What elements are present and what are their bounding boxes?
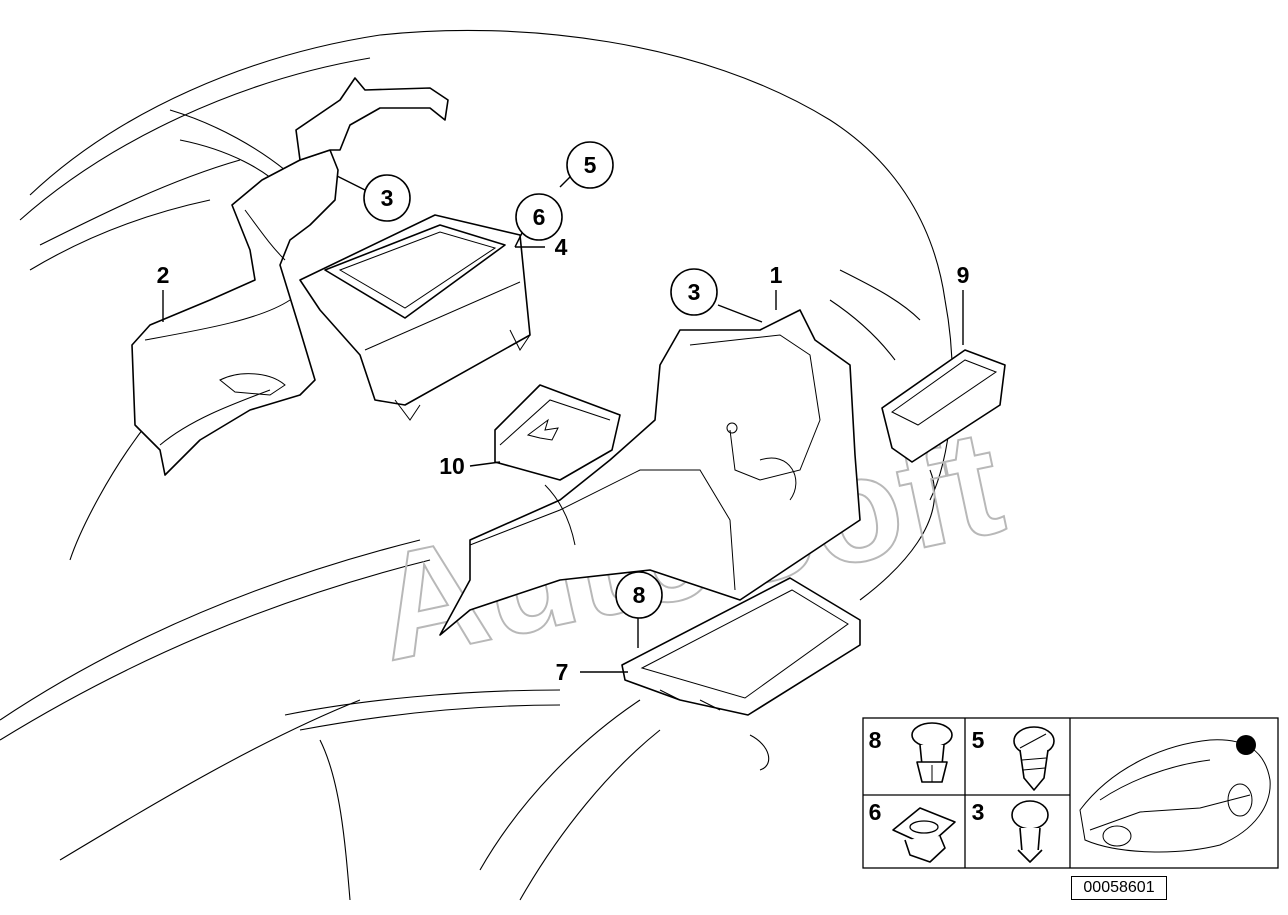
callout-2-label[interactable]: 2 (157, 262, 170, 288)
grommet-6-icon (892, 807, 956, 863)
inset-label-6: 6 (869, 799, 882, 825)
screw-5-icon (1013, 726, 1055, 791)
part-7-bottom-tray (621, 577, 861, 716)
callout-3b[interactable]: 3 (670, 268, 718, 316)
inset-label-8: 8 (869, 727, 882, 753)
part-2-left-trim (131, 77, 449, 476)
callout-8[interactable]: 8 (615, 571, 663, 619)
callout-7-label[interactable]: 7 (556, 659, 569, 685)
car-location-icon (1079, 735, 1271, 853)
callout-1-label[interactable]: 1 (770, 262, 783, 288)
document-id: 00058601 (1071, 876, 1167, 900)
part-1-main-trim (439, 309, 861, 636)
car-body-outline (0, 29, 953, 901)
inset-label-5: 5 (972, 727, 985, 753)
callout-9-label[interactable]: 9 (957, 262, 970, 288)
callout-6-label: 6 (533, 204, 546, 230)
callout-10-label[interactable]: 10 (439, 453, 465, 479)
callout-3a-label: 3 (381, 185, 394, 211)
callout-6[interactable]: 6 (515, 193, 563, 241)
rivet-3-icon (1011, 800, 1049, 863)
callout-5[interactable]: 5 (566, 141, 614, 189)
callout-3b-label: 3 (688, 279, 701, 305)
inset-label-3: 3 (972, 799, 985, 825)
callout-8-label: 8 (633, 582, 646, 608)
clip-8-icon (911, 722, 953, 783)
part-4-floor-tray (299, 214, 531, 421)
part-9-side-box (881, 349, 1006, 463)
fastener-inset-panel: 8 5 6 3 (862, 717, 1279, 869)
callout-4-label[interactable]: 4 (555, 234, 568, 260)
callout-5-label: 5 (584, 152, 597, 178)
callout-3a[interactable]: 3 (363, 174, 411, 222)
part-10-bracket-box (494, 384, 621, 481)
